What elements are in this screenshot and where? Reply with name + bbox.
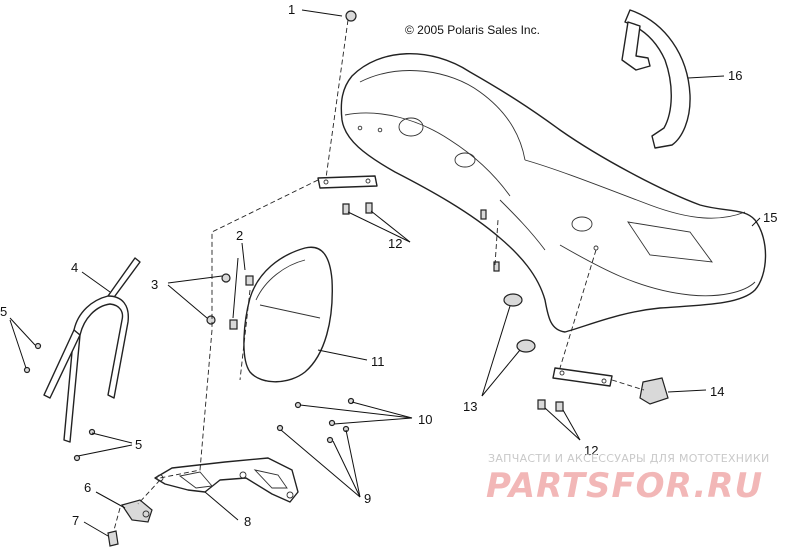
plate-part-8 [154, 457, 299, 503]
bracket-part-4 [43, 257, 141, 443]
hardware-parts-2-3 [206, 273, 254, 330]
latch-part-6 [121, 499, 153, 523]
watermark-logo: PARTSFOR.RU [486, 466, 764, 506]
grommets-part-13 [503, 293, 536, 353]
watermark-subtitle: ЗАПЧАСТИ И АКСЕССУАРЫ ДЛЯ МОТОТЕХНИКИ [488, 452, 770, 465]
callout-7: 7 [72, 513, 79, 528]
screw-part-7 [107, 530, 119, 547]
callout-16: 16 [728, 68, 742, 83]
callout-1: 1 [288, 2, 295, 17]
strip-part-12-upper [317, 175, 378, 215]
callout-5-left: 5 [0, 304, 7, 319]
callout-5-lower: 5 [135, 437, 142, 452]
callout-15: 15 [763, 210, 777, 225]
callout-9: 9 [364, 491, 371, 506]
callout-8: 8 [244, 514, 251, 529]
callout-6: 6 [84, 480, 91, 495]
callout-14: 14 [710, 384, 724, 399]
callout-3: 3 [151, 277, 158, 292]
callout-12-upper: 12 [388, 236, 402, 251]
callout-10: 10 [418, 412, 432, 427]
strip-part-12-lower [537, 367, 613, 412]
callout-4: 4 [71, 260, 78, 275]
cushion-part-11 [243, 246, 333, 383]
bolt-part-1 [345, 10, 357, 22]
copyright-text: © 2005 Polaris Sales Inc. [405, 23, 540, 37]
strap-part-16 [621, 9, 691, 149]
seat-part-15 [340, 53, 767, 333]
clip-part-14 [639, 377, 669, 405]
callout-2: 2 [236, 228, 243, 243]
callout-11: 11 [371, 354, 385, 369]
callout-12-lower: 12 [584, 443, 598, 458]
callout-13: 13 [463, 399, 477, 414]
